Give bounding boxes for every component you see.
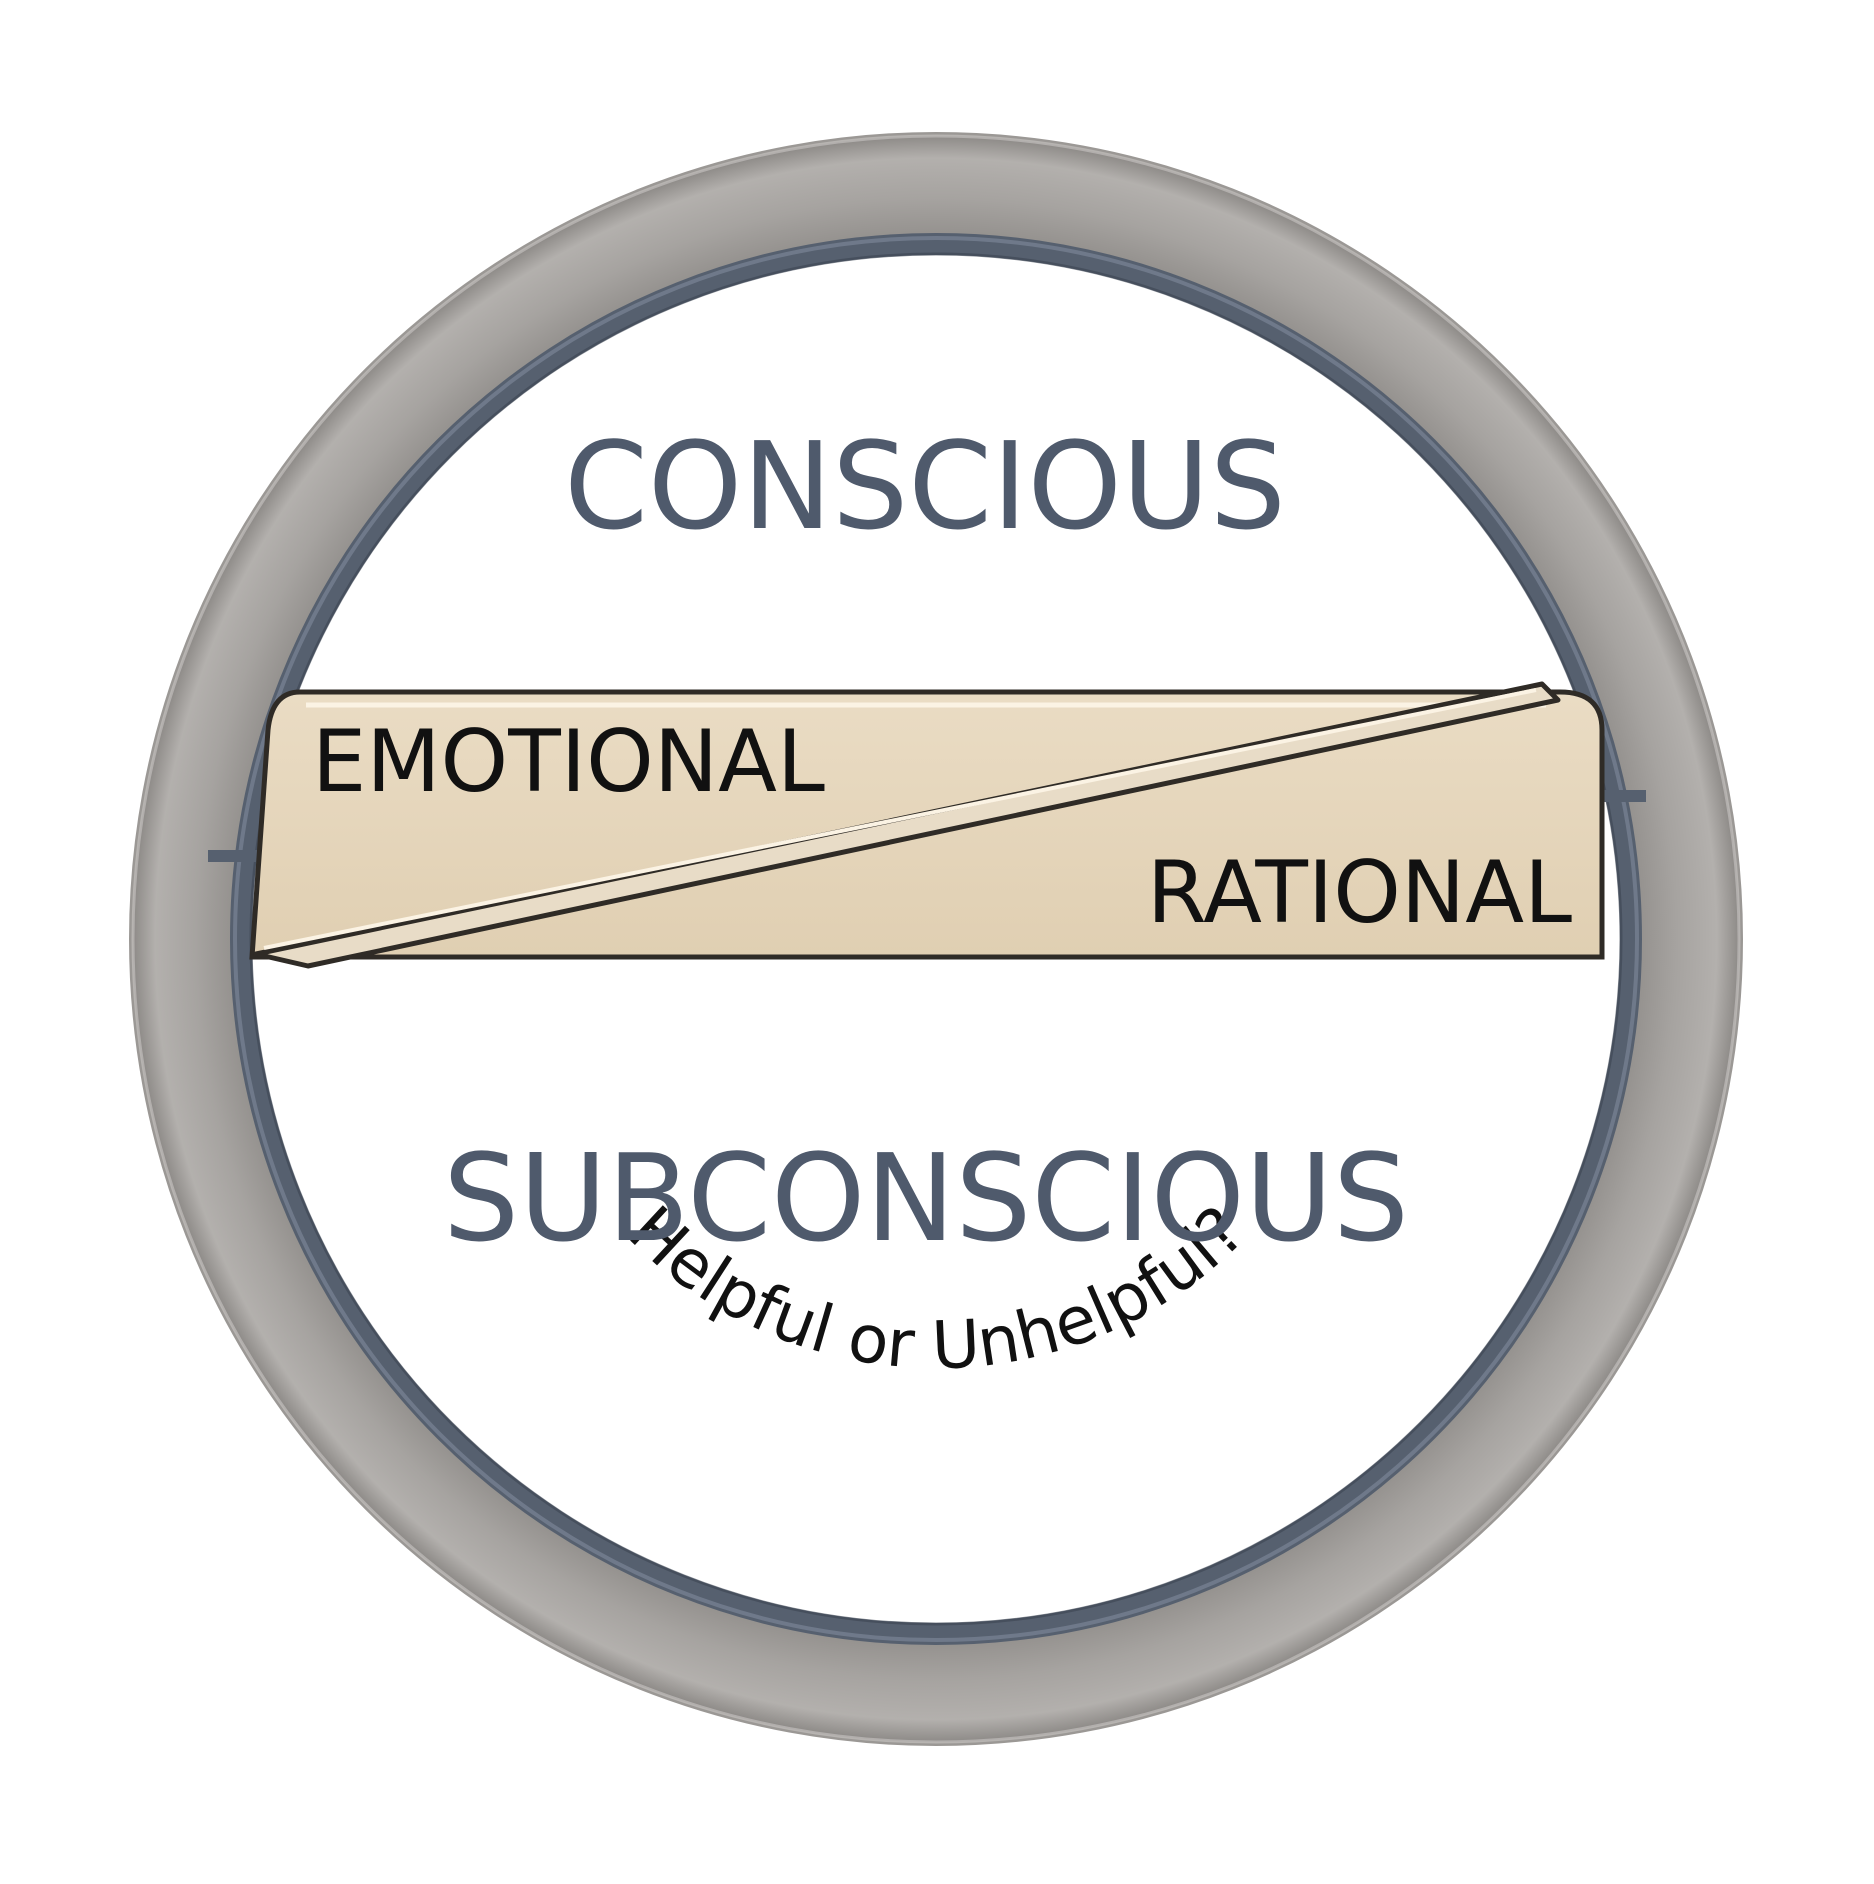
left-ring-tab bbox=[208, 850, 262, 862]
right-ring-tab bbox=[1604, 790, 1646, 802]
lower-zone-label: SUBCONSCIOUS bbox=[443, 1130, 1409, 1269]
bar-right-label: RATIONAL bbox=[1147, 843, 1572, 943]
bar-left-label: EMOTIONAL bbox=[312, 712, 825, 812]
upper-zone-label: CONSCIOUS bbox=[564, 418, 1286, 557]
emotional-rational-bar bbox=[249, 681, 1605, 969]
